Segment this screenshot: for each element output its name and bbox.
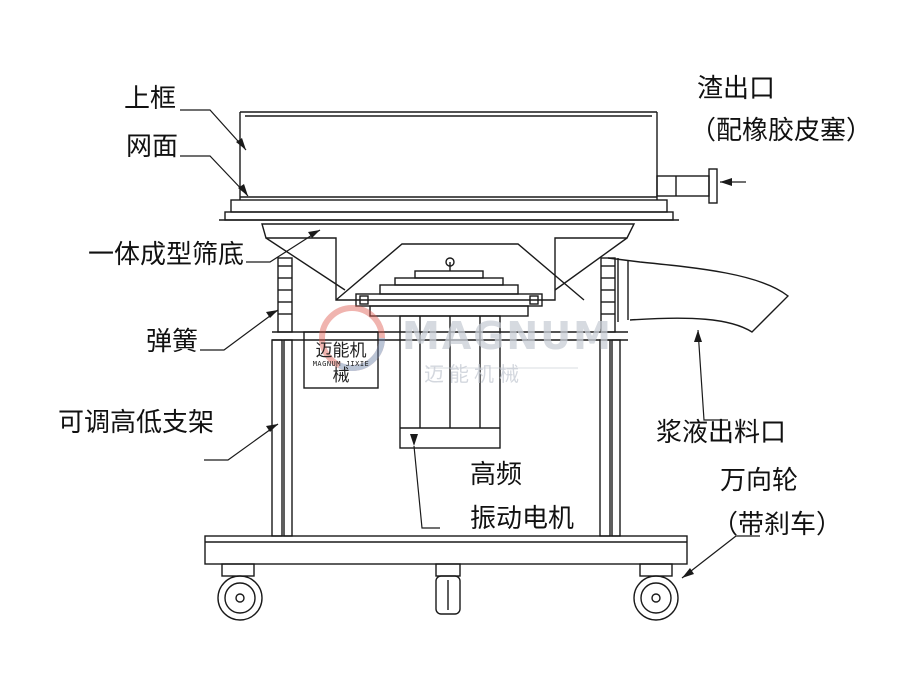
- label-mesh: 网面: [126, 132, 179, 162]
- label-spring: 弹簧: [146, 327, 199, 357]
- arrowheads: [236, 138, 732, 578]
- slag-outlet-pipe: [656, 168, 718, 204]
- label-motor-line2: 振动电机: [470, 504, 575, 534]
- upper-frame: [239, 111, 658, 200]
- watermark-brand: MAGNUM: [402, 314, 613, 358]
- label-adjustable-stand: 可调高低支架: [58, 408, 215, 438]
- screen-bottom-hopper: [261, 223, 636, 301]
- label-slag-outlet: 渣出口: [697, 74, 776, 104]
- slurry-outlet-pipe: [607, 257, 790, 333]
- label-slag-outlet-note: （配橡胶皮塞）: [690, 116, 873, 146]
- label-motor-line1: 高频: [470, 460, 523, 490]
- caster-wheels: [217, 563, 679, 621]
- label-upper-frame: 上框: [124, 84, 177, 114]
- vibration-motor: [399, 315, 501, 449]
- label-screen-bottom: 一体成型筛底: [88, 240, 245, 270]
- nameplate: [303, 331, 379, 389]
- watermark-logo: [319, 305, 578, 371]
- screen-flange: [219, 199, 679, 221]
- watermark-cn: 迈能机械: [424, 362, 524, 386]
- label-caster: 万向轮: [720, 466, 799, 496]
- label-caster-note: （带刹车）: [712, 510, 843, 540]
- label-slurry-outlet: 浆液出料口: [656, 418, 787, 448]
- motor-mount: [355, 257, 543, 317]
- leader-lines: [180, 109, 760, 579]
- nameplate-subtitle: MAGNUM JIXIE: [312, 360, 370, 368]
- nameplate-title: 迈能机械: [315, 341, 367, 386]
